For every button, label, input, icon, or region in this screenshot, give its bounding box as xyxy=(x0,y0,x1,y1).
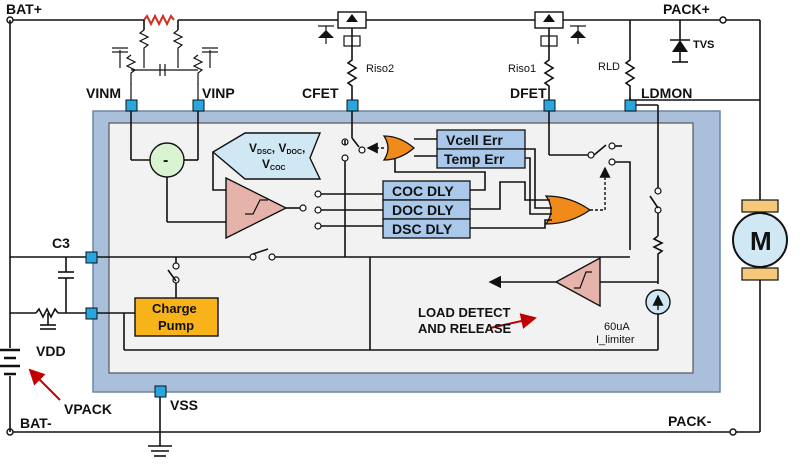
ldmon-label: LDMON xyxy=(641,85,692,101)
charge-pump-label-2: Pump xyxy=(158,318,194,333)
cfet-mosfet xyxy=(318,11,367,56)
load-detect-arrow xyxy=(489,313,537,329)
vpack-label: VPACK xyxy=(64,401,112,417)
dfet-switch xyxy=(548,111,631,250)
vss-label: VSS xyxy=(170,397,198,413)
sense-resistor xyxy=(143,13,175,27)
top-rail xyxy=(6,13,761,436)
battery-symbol xyxy=(0,348,20,376)
bat-minus-label: BAT- xyxy=(20,415,52,431)
or-gate-dfet xyxy=(544,195,592,225)
cfet-switch xyxy=(341,111,366,250)
riso2-resistor xyxy=(346,56,358,104)
tvs-label: TVS xyxy=(693,39,714,51)
rld-label: RLD xyxy=(598,61,620,73)
threshold-line-2: VCOC xyxy=(262,157,286,172)
or-gate-cfet xyxy=(382,135,415,161)
charge-pump-block xyxy=(134,297,219,337)
coc-dly-label: COC DLY xyxy=(392,183,454,199)
bat-plus-label: BAT+ xyxy=(6,1,42,17)
dfet-label: DFET xyxy=(510,85,547,101)
threshold-box xyxy=(211,132,322,180)
riso2-label: Riso2 xyxy=(366,63,394,75)
vinm-label: VINM xyxy=(86,85,121,101)
tvs-diode xyxy=(670,20,690,63)
load-detect-label-2: AND RELEASE xyxy=(418,321,512,336)
riso1-label: Riso1 xyxy=(508,63,536,75)
vdd-label: VDD xyxy=(36,343,66,359)
subtractor-sign: - xyxy=(163,152,168,169)
pack-minus-label: PACK- xyxy=(668,413,712,429)
ic-pins xyxy=(85,99,637,398)
dsc-dly-label: DSC DLY xyxy=(392,221,453,237)
threshold-line-1: VDSC, VDOC, xyxy=(249,141,305,156)
vpack-arrow xyxy=(28,368,61,401)
ldmon-path xyxy=(600,104,671,350)
pack-plus-label: PACK+ xyxy=(663,1,710,17)
vcell-err-label: Vcell Err xyxy=(446,132,503,148)
doc-dly-label: DOC DLY xyxy=(392,202,454,218)
current-source-label-1: 60uA xyxy=(604,321,630,333)
dfet-mosfet xyxy=(534,11,586,56)
cfet-label: CFET xyxy=(302,85,339,101)
c3-label: C3 xyxy=(52,235,70,251)
sense-filter xyxy=(112,20,218,106)
current-source-label-2: I_limiter xyxy=(596,334,635,346)
dly-switches xyxy=(314,190,383,230)
rld-resistor xyxy=(624,56,636,104)
comparator-load-detect xyxy=(554,256,601,308)
motor xyxy=(732,199,788,281)
riso1-resistor xyxy=(543,56,555,104)
load-detect-label-1: LOAD DETECT xyxy=(418,305,511,320)
temp-err-label: Temp Err xyxy=(444,151,505,167)
motor-label: M xyxy=(750,226,772,256)
vinp-label: VINP xyxy=(202,85,235,101)
charge-pump-label-1: Charge xyxy=(152,301,197,316)
